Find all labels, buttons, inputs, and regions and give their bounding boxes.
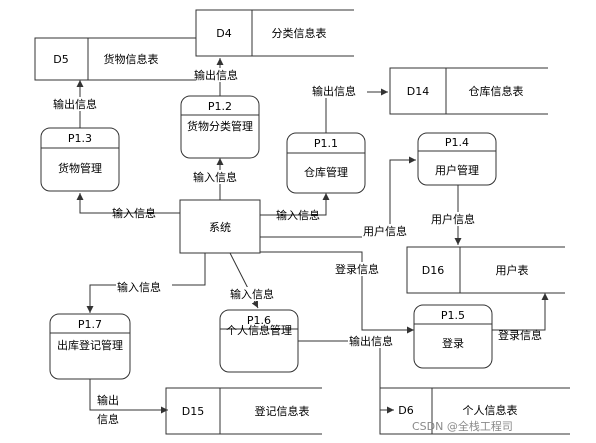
process-id: P1.1: [314, 137, 338, 150]
process-name: 货物分类管理: [187, 119, 253, 133]
flow-label: 输出信息: [194, 68, 238, 82]
flow-label: 输出信息: [53, 97, 97, 111]
datastore-name: 用户表: [496, 263, 529, 277]
flow-label: 输入信息: [230, 287, 274, 301]
process-name: 登录: [442, 336, 464, 350]
flow-label: 输入信息: [112, 206, 156, 220]
process-id: P1.5: [441, 309, 465, 322]
flow-label: 输入信息: [117, 280, 161, 294]
flow-system-to-p16: 输入信息: [229, 252, 285, 309]
flow-system-to-p17: 输入信息: [86, 253, 206, 313]
process-p15[interactable]: P1.5 登录: [413, 304, 493, 369]
datastore-id: D6: [398, 404, 413, 417]
flow-label: 输入信息: [193, 170, 237, 184]
process-id: P1.2: [208, 100, 232, 113]
process-name: 用户管理: [435, 163, 479, 177]
flow-p13-to-d5: 输出信息: [52, 80, 108, 128]
system-entity[interactable]: 系统: [179, 199, 261, 254]
flow-label: 输出信息: [312, 84, 356, 98]
process-p17[interactable]: P1.7 出库登记管理: [49, 313, 131, 380]
datastore-d15[interactable]: D15 登记信息表: [165, 387, 322, 435]
process-p14[interactable]: P1.4 用户管理: [417, 132, 497, 186]
datastore-d5[interactable]: D5 货物信息表: [34, 37, 196, 81]
datastore-name: 登记信息表: [255, 404, 310, 418]
process-p13[interactable]: P1.3 货物管理: [40, 127, 120, 192]
flow-p15-to-d16: 登录信息: [492, 293, 549, 342]
datastore-id: D5: [53, 53, 68, 66]
flow-label: 输出: [97, 393, 119, 407]
flow-label: 登录信息: [498, 328, 542, 342]
datastore-id: D4: [216, 27, 231, 40]
datastore-d16[interactable]: D16 用户表: [406, 246, 565, 294]
system-label: 系统: [209, 221, 231, 234]
datastore-d6[interactable]: D6 个人信息表: [379, 387, 570, 435]
datastore-d4[interactable]: D4 分类信息表: [195, 9, 354, 57]
flow-p12-to-d4: 输出信息: [193, 58, 249, 96]
datastore-id: D16: [422, 264, 444, 277]
datastore-name: 个人信息表: [463, 403, 518, 417]
process-id: P1.4: [445, 136, 469, 149]
datastore-name: 仓库信息表: [469, 84, 524, 98]
flow-p16-to-d6: 输出信息: [298, 334, 406, 414]
flow-p11-to-d14: 输出信息: [311, 84, 388, 133]
process-name: 个人信息管理: [226, 323, 292, 337]
process-name: 货物管理: [58, 161, 102, 175]
flow-label: 信息: [97, 412, 119, 426]
flow-system-to-p11: 输入信息: [260, 193, 330, 222]
flow-label: 登录信息: [335, 262, 379, 276]
flow-label: 输出信息: [349, 334, 393, 348]
flow-system-to-p15: 登录信息: [260, 251, 414, 334]
flow-label: 用户信息: [431, 212, 475, 226]
flow-system-to-p14: 用户信息: [260, 156, 418, 238]
datastore-name: 分类信息表: [272, 26, 327, 40]
flow-p17-to-d15: 输出 信息: [89, 379, 168, 426]
watermark-text: CSDN @全栈工程司: [412, 419, 513, 433]
flow-label: 用户信息: [363, 224, 407, 238]
process-id: P1.6: [247, 314, 271, 327]
process-p16[interactable]: P1.6 个人信息管理: [219, 309, 299, 373]
datastore-d14[interactable]: D14 仓库信息表: [389, 67, 548, 115]
process-name: 仓库管理: [304, 165, 348, 179]
flow-label: 输入信息: [276, 208, 320, 222]
process-id: P1.3: [68, 132, 92, 145]
process-p12[interactable]: P1.2 货物分类管理: [180, 95, 260, 159]
datastore-id: D15: [182, 405, 204, 418]
flow-p14-to-d16: 用户信息: [430, 185, 486, 245]
flow-system-to-p12: 输入信息: [192, 158, 248, 200]
flow-system-to-p13: 输入信息: [76, 193, 180, 220]
datastore-name: 货物信息表: [104, 52, 159, 66]
datastore-id: D14: [407, 85, 429, 98]
process-p11[interactable]: P1.1 仓库管理: [286, 132, 366, 194]
process-name: 出库登记管理: [57, 338, 123, 352]
process-id: P1.7: [78, 318, 102, 331]
